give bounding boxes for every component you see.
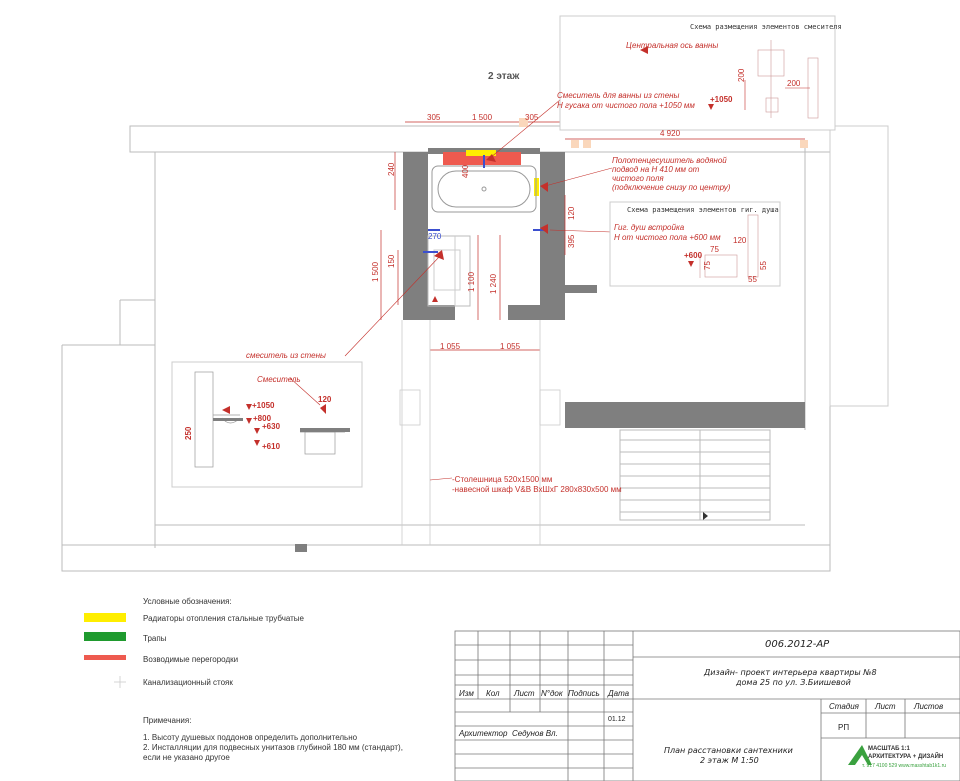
hyg-scheme-box <box>609 201 781 287</box>
detail-level-800: +800 <box>253 414 272 423</box>
detail-dim-250: 250 <box>184 426 193 440</box>
furniture-note-2: -навесной шкаф V&B ВхШхГ 280х830х500 мм <box>452 485 622 494</box>
legend-item-partitions: Возводимые перегородки <box>143 655 239 664</box>
dim-305-left: 305 <box>427 113 441 122</box>
dim-305-right: 305 <box>525 113 539 122</box>
dim-395: 395 <box>567 234 576 248</box>
notes-line-2: 2. Инсталляции для подвесных унитазов гл… <box>143 743 403 752</box>
outer-wall-left <box>129 126 156 548</box>
legend-item-sewer-riser: Канализационный стояк <box>143 678 233 687</box>
stamp-sheet-title-1: План расстановки сантехники <box>664 746 793 755</box>
bath-mixer-note-2: Н гусака от чистого пола +1050 мм <box>557 101 695 110</box>
hyg-dim-75-b: 75 <box>703 261 712 270</box>
stamp-sheet-header: Лист <box>875 702 896 711</box>
hyg-scheme-title: Схема размещения элементов гиг. душа <box>627 206 779 214</box>
stamp-stage-value: РП <box>838 723 850 732</box>
dim-1500-vertical: 1 500 <box>371 261 380 282</box>
detail-mixer-label: Смеситель <box>257 375 301 384</box>
dim-240: 240 <box>387 162 396 176</box>
dim-270: 270 <box>428 232 442 241</box>
hyg-note-2: Н от чистого пола +600 мм <box>614 233 721 242</box>
mixer-dim-200-a: 200 <box>737 68 746 82</box>
company-logo-icon <box>848 745 872 765</box>
partition <box>443 152 521 165</box>
notes-title: Примечания: <box>143 716 192 725</box>
legend-title: Условные обозначения: <box>143 597 232 606</box>
stamp-header-signature: Подпись <box>568 689 600 698</box>
dim-400: 400 <box>461 164 470 178</box>
mixer-dim-200-b: 200 <box>787 79 801 88</box>
stamp-sheet-title-2: 2 этаж М 1:50 <box>700 756 759 765</box>
stamp-project-line-1: Дизайн- проект интерьера квартиры №8 <box>704 668 877 677</box>
hyg-dim-120: 120 <box>733 236 747 245</box>
hyg-note-1: Гиг. душ встройка <box>614 223 685 232</box>
stamp-role: Архитектор <box>459 729 508 738</box>
staircase <box>619 429 771 521</box>
hyg-level: +600 <box>684 251 703 260</box>
mixer-detail-box <box>171 361 363 488</box>
detail-level-610: +610 <box>262 442 281 451</box>
detail-dim-120: 120 <box>318 395 332 404</box>
hyg-dim-55-a: 55 <box>748 275 757 284</box>
towel-note-2: подвод на Н 410 мм от <box>612 165 700 174</box>
furniture-note-1: -Столешница 520х1500 мм <box>452 475 553 484</box>
stamp-stage-header: Стадия <box>829 702 859 711</box>
legend-item-radiators: Радиаторы отопления стальные трубчатые <box>143 614 304 623</box>
wall-left <box>403 152 428 312</box>
stamp-code: 006.2012-АР <box>765 639 830 650</box>
outer-wall-bottom <box>61 544 831 572</box>
bath-mixer-note-1: Смеситель для ванны из стены <box>557 91 680 100</box>
stamp-name: Седунов Вл. <box>512 729 558 738</box>
dim-1055-b: 1 055 <box>500 342 521 351</box>
stamp-header-kol: Кол <box>486 689 500 698</box>
dim-150: 150 <box>387 254 396 268</box>
towel-note-1: Полотенцесушитель водяной <box>612 156 727 165</box>
dim-120: 120 <box>567 206 576 220</box>
company-contact: т. 917 4100 529 www.masshtab1k1.ru <box>862 763 947 769</box>
notes-line-1: 1. Высоту душевых поддонов определить до… <box>143 733 358 742</box>
stamp-sheets-header: Листов <box>914 702 944 711</box>
dim-1500-top: 1 500 <box>472 113 493 122</box>
wall-center <box>565 402 805 428</box>
company-name: МАСШТАБ 1:1 <box>868 746 910 752</box>
dim-1100: 1 100 <box>467 271 476 292</box>
stamp-header-izm: Изм <box>459 689 474 698</box>
mixer-axis-label: Центральная ось ванны <box>626 41 719 50</box>
towel-note-3: чистого поля <box>612 174 664 183</box>
stamp-date: 01.12 <box>608 716 626 723</box>
notes-line-3: если не указано другое <box>143 753 230 762</box>
detail-level-1050: +1050 <box>252 401 275 410</box>
dim-1240: 1 240 <box>489 273 498 294</box>
company-subtitle: АРХИТЕКТУРА + ДИЗАЙН <box>868 754 944 760</box>
hyg-dim-75-a: 75 <box>710 245 719 254</box>
balcony <box>829 125 889 407</box>
mixer-scheme-box <box>559 15 836 131</box>
detail-level-630: +630 <box>262 422 281 431</box>
wall-mixer-note: смеситель из стены <box>246 351 326 360</box>
stamp-header-list: Лист <box>514 689 535 698</box>
floor-title: 2 этаж <box>488 71 520 82</box>
towel-note-4: (подключение снизу по центру) <box>612 183 731 192</box>
mixer-level: +1050 <box>710 95 733 104</box>
dim-1055-a: 1 055 <box>440 342 461 351</box>
mixer-scheme-title: Схема размещения элементов смесителя <box>690 23 842 31</box>
legend-item-drains: Трапы <box>143 634 167 643</box>
stamp-project-line-2: дома 25 по ул. З.Биишевой <box>736 678 851 687</box>
stamp-header-date: Дата <box>608 689 630 698</box>
stamp-header-ndoc: N°док <box>541 689 563 698</box>
dim-4920: 4 920 <box>660 129 681 138</box>
wall-right <box>540 152 565 312</box>
hyg-dim-55-b: 55 <box>759 261 768 270</box>
